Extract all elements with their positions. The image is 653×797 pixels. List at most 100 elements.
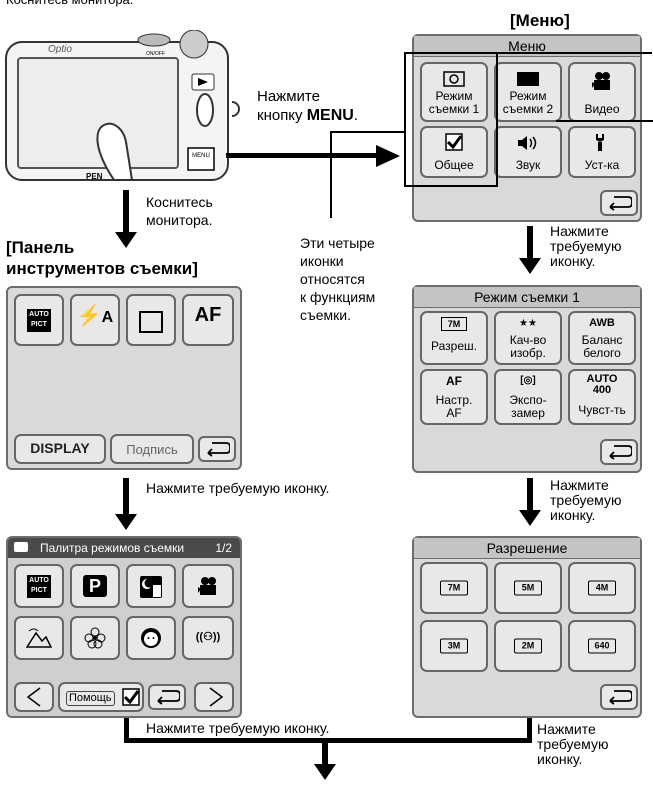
bottom-line-horizontal [124, 738, 532, 743]
arrow-to-menu-head [376, 145, 400, 167]
return-arrow-icon [609, 445, 632, 460]
resolution-panel-title: Разрешение [414, 538, 640, 559]
pointer-line-v [330, 132, 332, 218]
camera-small-icon [14, 542, 28, 552]
menu-item-sound[interactable]: Звук [494, 126, 562, 178]
highlight-line-top [494, 52, 652, 54]
resolution-640[interactable]: 640 [568, 620, 636, 672]
palette-anti-shake[interactable]: ((⚇)) [182, 616, 234, 660]
menu-item-setup[interactable]: Уст-ка [568, 126, 636, 178]
speaker-icon [518, 136, 537, 150]
af-button[interactable]: AF [182, 294, 234, 346]
night-scene-icon [140, 576, 162, 598]
video-camera-icon [198, 577, 216, 595]
palette-flower[interactable] [70, 616, 120, 660]
palette-movie[interactable] [182, 564, 234, 608]
camera-illustration: MENU Optio ON/OFF PEN [4, 29, 244, 182]
arrow-down-1 [115, 190, 137, 248]
flash-auto-icon: ⚡A [76, 305, 114, 327]
palette-help-button[interactable]: Помощь [58, 682, 144, 712]
portrait-icon [141, 628, 161, 648]
toolbar-header: [Панель инструментов съемки] [6, 238, 198, 278]
palette-back-button[interactable] [148, 684, 186, 710]
menu-panel-title: Меню [414, 36, 640, 57]
highlight-line-mid [556, 120, 653, 122]
press-icon-text-2: Нажмите требуемую иконку. [550, 223, 622, 269]
mode1-panel: Режим съемки 1 7M Разреш. ★★ Кач-во изоб… [412, 285, 642, 473]
mode1-item-quality[interactable]: ★★ Кач-во изобр. [494, 311, 562, 365]
resolution-4m[interactable]: 4M [568, 562, 636, 614]
press-icon-text-5: Нажмите требуемую иконку. [537, 721, 609, 767]
video-camera-icon [592, 72, 610, 90]
checkmark-icon [445, 133, 463, 151]
flash-button[interactable]: ⚡A [70, 294, 120, 346]
resolution-4m-icon: 4M [588, 580, 616, 596]
highlight-box [404, 52, 498, 187]
palette-prev-button[interactable] [14, 682, 54, 712]
landscape-icon [26, 628, 52, 648]
palette-next-button[interactable] [194, 682, 234, 712]
mode1-item-af-setting[interactable]: AF Настр. AF [420, 369, 488, 425]
autofocus-icon: AF [194, 304, 222, 326]
return-arrow-icon [609, 196, 632, 211]
resolution-5m-icon: 5M [514, 580, 542, 596]
resolution-640-icon: 640 [588, 638, 616, 654]
resolution-2m-icon: 2M [514, 638, 542, 654]
wrench-icon [596, 134, 604, 151]
checkmark-icon [122, 688, 140, 706]
bottom-line-right [527, 718, 532, 742]
palette-landscape[interactable] [14, 616, 64, 660]
af-setting-icon: AF [446, 374, 462, 388]
palette-night-scene[interactable] [126, 564, 176, 608]
mode1-item-resolution[interactable]: 7M Разреш. [420, 311, 488, 365]
program-mode-icon: P [83, 575, 107, 597]
arrow-down-final [314, 740, 336, 780]
anti-shake-icon: ((⚇)) [195, 631, 221, 643]
camera-brand-label: Optio [48, 44, 72, 55]
mode1-back-button[interactable] [600, 439, 638, 465]
palette-title-bar: Палитра режимов съемки 1/2 [8, 538, 240, 558]
resolution-3m-icon: 3M [440, 638, 468, 654]
back-button[interactable] [600, 190, 638, 216]
four-icons-note: Эти четыре иконки относятся к функциям с… [300, 235, 376, 323]
resolution-back-button[interactable] [600, 684, 638, 710]
svg-text:MENU: MENU [192, 153, 210, 159]
press-icon-text-3: Нажмите требуемую иконку. [550, 477, 622, 523]
mode1-item-sensitivity[interactable]: AUTO 400 Чувст-ть [568, 369, 636, 425]
return-arrow-icon [157, 690, 180, 705]
arrow-down-4 [519, 478, 541, 526]
resolution-7m[interactable]: 7M [420, 562, 488, 614]
arrow-down-3 [519, 226, 541, 274]
palette-portrait[interactable] [126, 616, 176, 660]
palette-program[interactable]: P [70, 564, 120, 608]
drive-single-icon [139, 311, 163, 333]
press-menu-line2: кнопку MENU. [257, 107, 358, 124]
resolution-panel: Разрешение 7M 5M 4M 3M 2M 640 [412, 536, 642, 718]
resolution-5m[interactable]: 5M [494, 562, 562, 614]
display-button[interactable]: DISPLAY [14, 434, 106, 464]
toolbar-back-button[interactable] [198, 436, 236, 462]
iso-icon: AUTO 400 [586, 373, 618, 396]
camera-drawing: MENU [5, 29, 240, 181]
press-menu-line1: Нажмите [257, 88, 320, 105]
quality-stars-icon: ★★ [519, 318, 537, 329]
awb-icon: AWB [589, 317, 615, 329]
mode1-item-metering[interactable]: [◎] Экспо-замер [494, 369, 562, 425]
resolution-3m[interactable]: 3M [420, 620, 488, 672]
chevron-left-icon [26, 687, 41, 707]
pointer-line-h [330, 131, 406, 133]
resolution-2m[interactable]: 2M [494, 620, 562, 672]
menu-item-general[interactable]: Общее [420, 126, 488, 178]
caption-button[interactable]: Подпись [110, 434, 194, 464]
menu-item-video[interactable]: Видео [568, 62, 636, 122]
mode1-item-white-balance[interactable]: AWB Баланс белого [568, 311, 636, 365]
drive-button[interactable] [126, 294, 176, 346]
